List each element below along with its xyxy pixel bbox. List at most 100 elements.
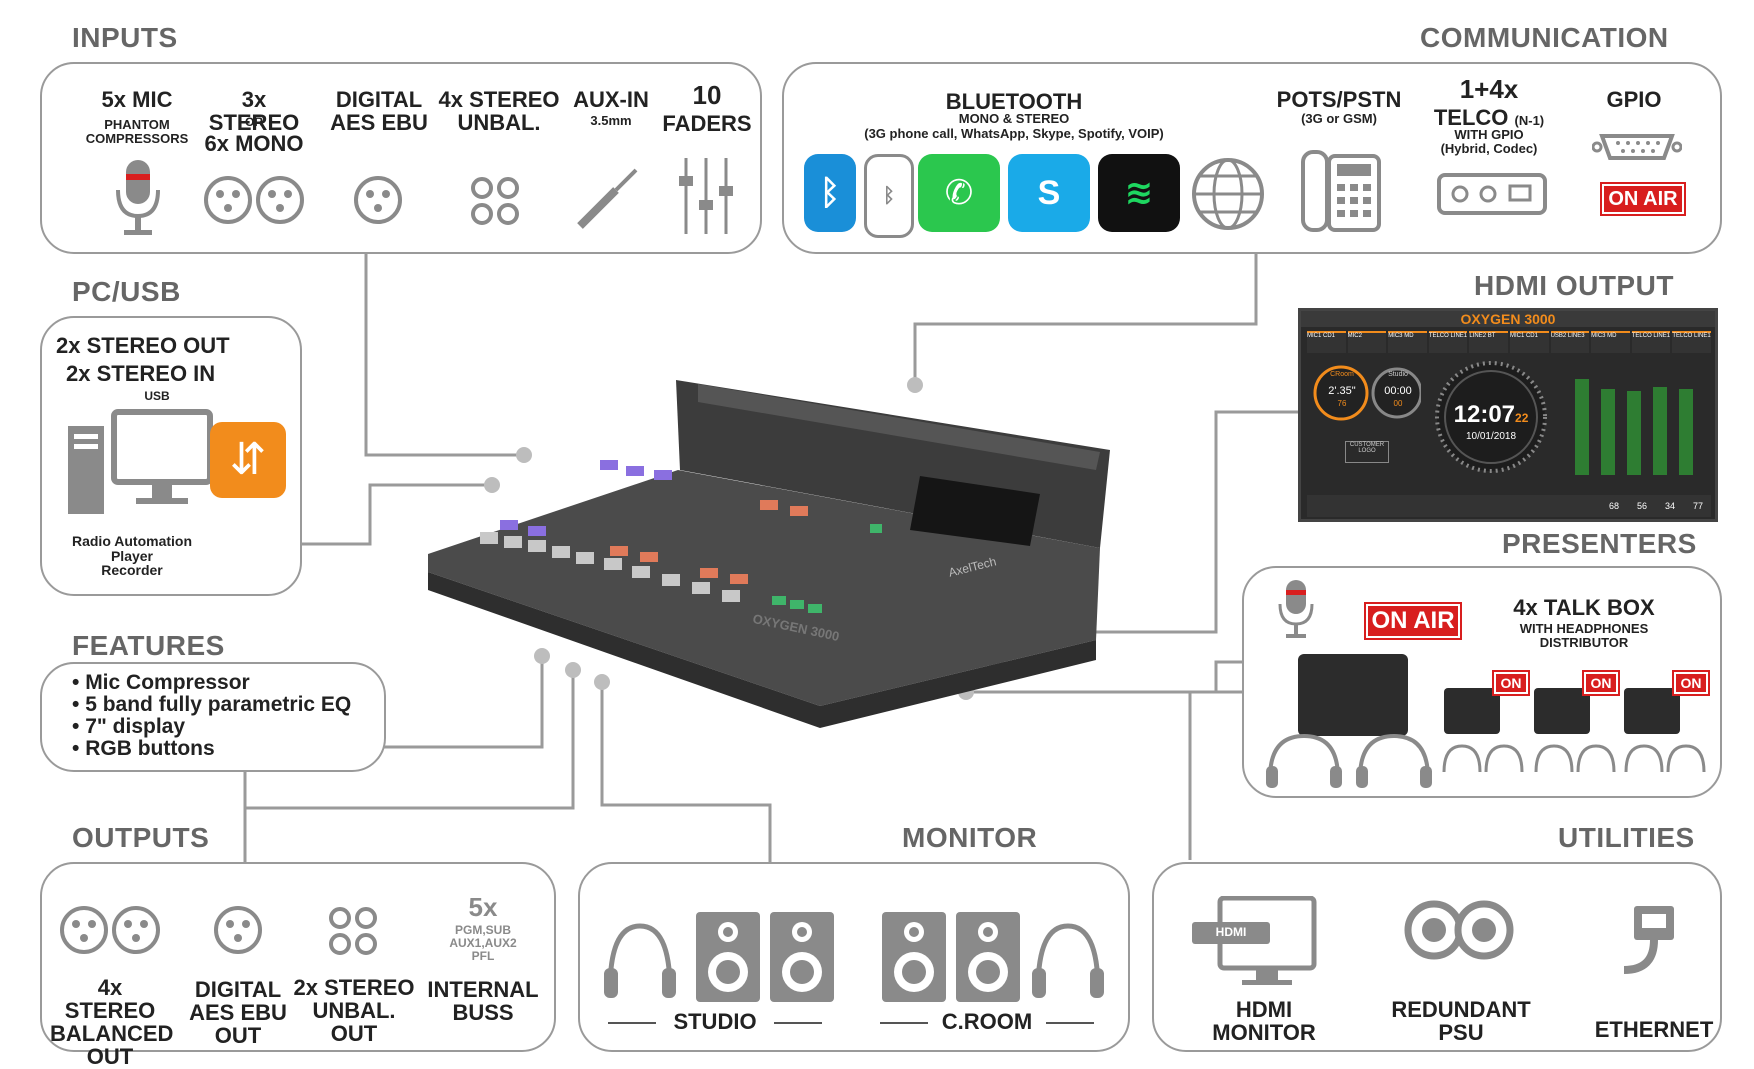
croom-label: CRoom <box>1330 371 1354 378</box>
digital-text: DIGITAL <box>335 87 423 112</box>
talk-box-on: ON <box>1492 670 1530 696</box>
meter-bar <box>1627 391 1641 475</box>
bluetooth-mode: MONO & STEREO <box>958 111 1070 126</box>
mono-count: 6x <box>204 131 229 156</box>
screen-channel: MIC3 MD <box>1388 331 1427 353</box>
studio-speakers-icon <box>604 912 834 1002</box>
outputs-panel: 4x STEREO BALANCED OUT DIGITAL AES EBU O… <box>40 862 556 1068</box>
ethernet-label: ETHERNET <box>1594 1017 1714 1042</box>
phone-bluetooth-icon: ᛒ <box>864 154 914 238</box>
studio-time: 00:00 <box>1384 385 1412 397</box>
bottom-val: 77 <box>1692 501 1703 511</box>
meter-bar <box>1653 387 1667 475</box>
monitor-heading: MONITOR <box>902 822 1038 853</box>
caption-automation: Radio Automation <box>71 533 193 549</box>
level-meters <box>1571 359 1711 479</box>
studio-rule-left <box>608 1022 656 1024</box>
screen-channel: MIC1 CD1 <box>1509 331 1549 353</box>
telco-n-text: (N-1) <box>1514 113 1545 128</box>
pots-sub: (3G or GSM) <box>1301 111 1377 126</box>
whatsapp-icon: ✆ <box>918 154 1000 232</box>
spotify-icon: ≋ <box>1098 154 1180 232</box>
mic-count: 5x <box>101 87 127 112</box>
unbal-text: UNBAL. <box>457 110 541 136</box>
talk-box-on: ON <box>1582 670 1620 696</box>
bluetooth-label: BLUETOOTH <box>945 89 1083 114</box>
outputs-heading: OUTPUTS <box>72 822 210 853</box>
buss-text: BUSS <box>452 1000 514 1026</box>
unbal-out-count: 2x <box>293 975 318 1000</box>
mono-input-label: 6x MONO <box>194 132 314 155</box>
usb-in-label: 2x STEREO IN <box>66 362 215 385</box>
talk-box-label: 4x TALK BOX <box>1484 596 1684 619</box>
telco-label: TELCO (N-1) <box>1414 106 1564 129</box>
screen-channel: TELCO LINE1 <box>1672 331 1711 353</box>
talk-text: TALK BOX <box>1543 595 1655 620</box>
headphones-icon <box>1266 733 1432 788</box>
digital-out-label: DIGITAL AES EBU OUT <box>182 978 294 1047</box>
telco-hybrid-icon <box>1437 173 1547 215</box>
telco-sub: (Hybrid, Codec) <box>1440 141 1538 156</box>
psu-text: PSU <box>1438 1020 1484 1046</box>
pots-label: POTS/PSTN <box>1276 87 1402 112</box>
screen-channel: MIC1 CD1 <box>1307 331 1346 353</box>
bal-out-text: OUT <box>86 1044 134 1069</box>
redundant-text: REDUNDANT <box>1391 997 1531 1022</box>
presenters-panel: ON AIR 4x TALK BOX WITH HEADPHONES DISTR… <box>1242 566 1722 798</box>
xlr-icon <box>204 176 304 224</box>
croom-speakers-icon <box>882 912 1104 1002</box>
usb-in-text: STEREO IN <box>96 361 216 386</box>
microphone-icon <box>116 160 160 235</box>
aes-xlr-icon <box>354 176 402 224</box>
gpio-label: GPIO <box>1606 87 1662 112</box>
usb-sub: USB <box>144 389 170 403</box>
studio-label: STUDIO <box>673 1009 757 1034</box>
power-connectors-icon <box>1404 900 1514 960</box>
screen-channels: MIC1 CD1 MIC2 MIC3 MD TELCO LINE1 LINE2 … <box>1307 331 1711 353</box>
utilities-panel: HDMI HDMI MONITOR REDUNDANT PSU ETHERNET <box>1152 862 1722 1052</box>
hdmi-monitor-label: HDMI MONITOR <box>1204 998 1324 1044</box>
bal-stereo-text: STEREO <box>64 998 156 1024</box>
buss-sub: PGM,SUB <box>454 923 511 937</box>
jack-icon <box>577 168 638 229</box>
voip-globe-icon <box>1192 158 1264 230</box>
pcusb-panel: 2x STEREO OUT 2x STEREO IN USB ⇵ Radio A… <box>40 316 302 596</box>
ethernet-icon <box>1623 906 1674 974</box>
presenters-heading: PRESENTERS <box>1502 528 1697 559</box>
skype-icon: S <box>1008 154 1090 232</box>
desk-phone-icon <box>1301 150 1381 232</box>
mic-input-label: 5x MIC <box>82 88 192 111</box>
mic-sub: PHANTOM COMPRESSORS <box>85 117 189 146</box>
aes-out-word: OUT <box>214 1023 262 1049</box>
talk-sub: WITH HEADPHONES <box>1519 621 1649 636</box>
stereo-count: 3x <box>241 87 267 112</box>
unbal-stereo-text: STEREO <box>469 87 560 112</box>
faders-label: FADERS <box>662 111 752 136</box>
unbal-out-text: UNBAL. <box>312 998 396 1024</box>
presenter-mic-icon <box>1278 580 1314 638</box>
buss-count: 5x <box>468 892 498 922</box>
balanced-out-label: 4x STEREO BALANCED OUT <box>50 976 173 1069</box>
caption-player: Player <box>110 547 154 564</box>
caption-recorder: Recorder <box>101 562 163 579</box>
utilities-heading: UTILITIES <box>1558 822 1695 853</box>
features-list: Mic Compressor 5 band fully parametric E… <box>72 672 351 760</box>
feature-item: Mic Compressor <box>72 672 351 694</box>
hdmi-screen: OXYGEN 3000 MIC1 CD1 MIC2 MIC3 MD TELCO … <box>1298 308 1718 522</box>
redundant-psu-label: REDUNDANT PSU <box>1386 998 1536 1044</box>
aes-output-xlr-icon <box>214 906 262 954</box>
meter-bar <box>1575 379 1589 475</box>
screen-channel: TELCO LINE1 <box>1428 331 1468 353</box>
mic-text: MIC <box>132 87 173 112</box>
aux-input-label: AUX-IN <box>573 87 649 112</box>
internal-buss-label: INTERNAL BUSS <box>422 978 544 1024</box>
bluetooth-icon: ᛒ <box>804 154 856 232</box>
monitor-panel: STUDIO C.ROOM <box>578 862 1130 1052</box>
talk-box-on: ON <box>1672 670 1710 696</box>
bluetooth-sub: (3G phone call, WhatsApp, Skype, Spotify… <box>864 126 1164 141</box>
aes-out-text: AES EBU <box>189 1000 287 1026</box>
or-text: OR <box>245 115 263 129</box>
hdmi-output-heading: HDMI OUTPUT <box>1474 270 1674 301</box>
telco-gpio: WITH GPIO <box>1454 127 1524 142</box>
